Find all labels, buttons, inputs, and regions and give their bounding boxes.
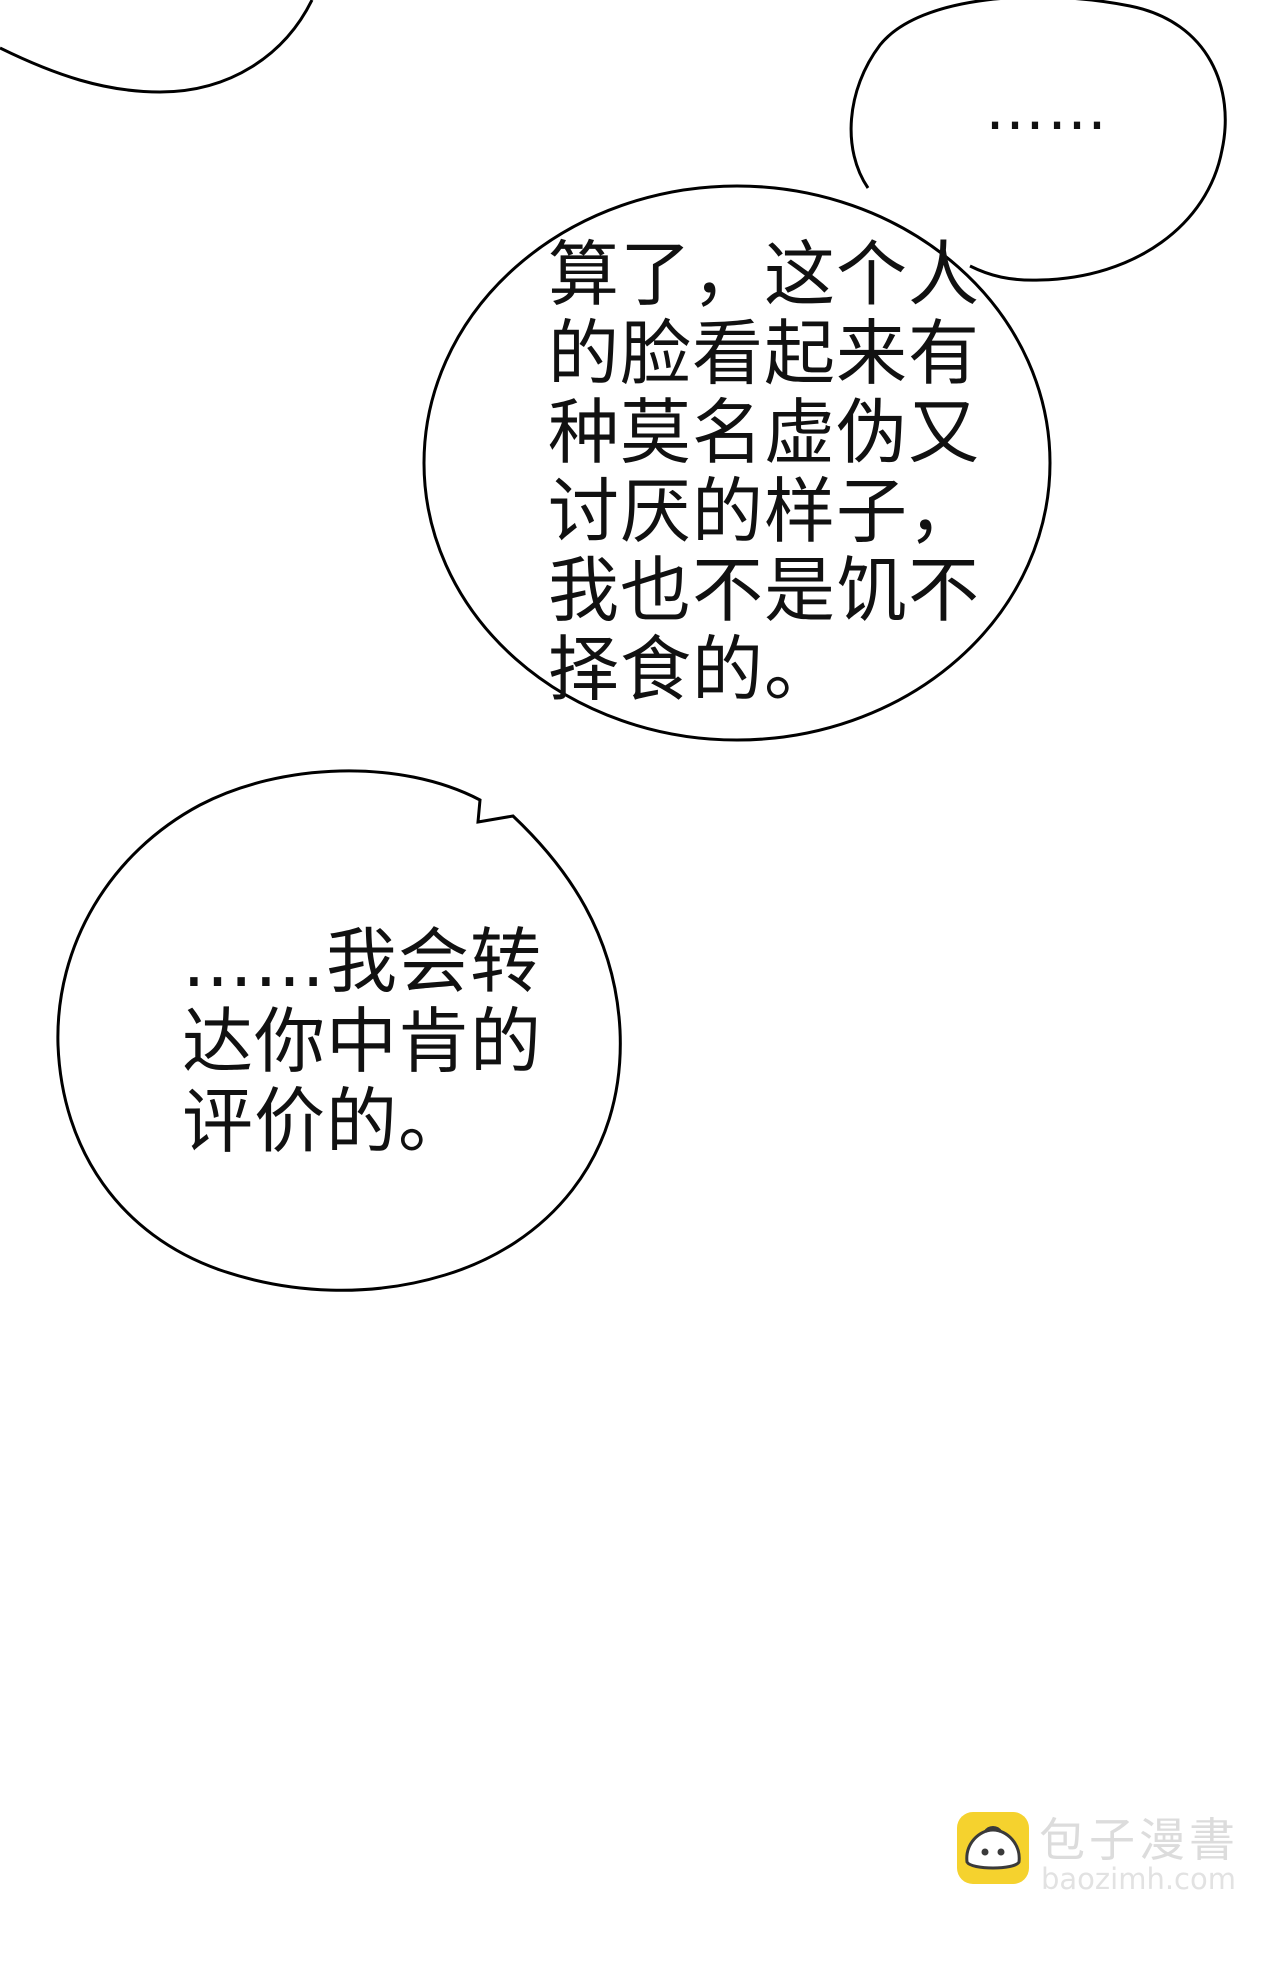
- ellipsis-bubble-text: ……: [985, 70, 1109, 149]
- bubble-line: 种莫名虚伪又: [548, 391, 981, 474]
- bubble-line: 评价的。: [182, 1080, 471, 1163]
- watermark-url: baozimh.com: [1041, 1862, 1236, 1896]
- bubble-line: 达你中肯的: [182, 1000, 543, 1083]
- bubble-line: 我也不是饥不: [548, 549, 981, 632]
- top-left-partial-bubble: [0, 0, 314, 94]
- watermark-title: 包子漫書: [1039, 1813, 1239, 1867]
- reply-speech-bubble-text: ……我会转 达你中肯的 评价的。: [182, 922, 542, 1162]
- bubble-line: ……我会转: [182, 920, 543, 1003]
- main-speech-bubble-outline: [422, 184, 1052, 742]
- bun-mascot-icon: [957, 1812, 1029, 1884]
- site-watermark: 包子漫書 baozimh.com: [955, 1800, 1255, 1900]
- bubble-line: 择食的。: [548, 628, 837, 711]
- bubble-line: 算了，这个人: [548, 233, 981, 316]
- ellipsis-bubble-outline: [849, 0, 1227, 282]
- reply-speech-bubble-outline: [56, 769, 622, 1292]
- bubble-line: 讨厌的样子，: [548, 470, 981, 553]
- bubble-line: ……: [985, 74, 1109, 144]
- bubble-line: 的脸看起来有: [548, 312, 981, 395]
- main-speech-bubble-text: 算了，这个人 的脸看起来有 种莫名虚伪又 讨厌的样子， 我也不是饥不 择食的。: [548, 235, 980, 709]
